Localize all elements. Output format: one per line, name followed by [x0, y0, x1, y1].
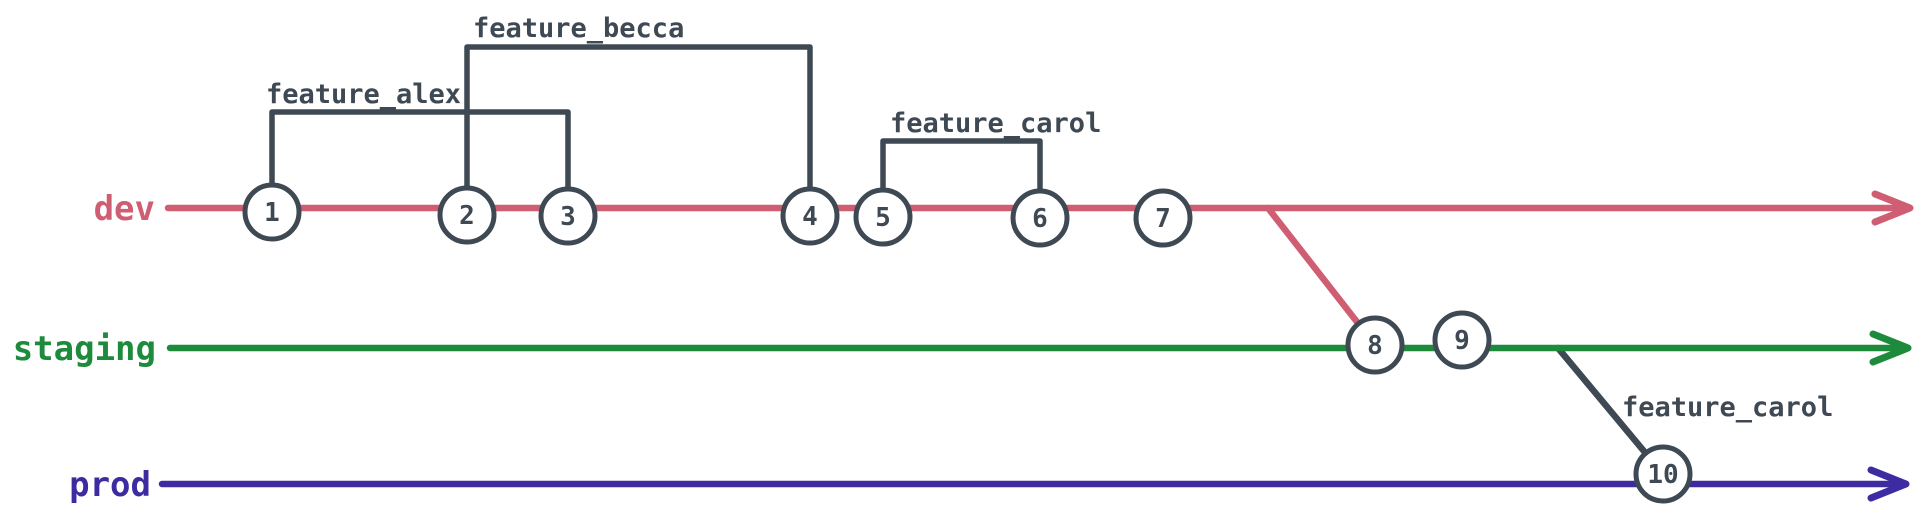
labels-layer: feature_caroldevstagingprodfeature_alexf… — [13, 13, 1834, 505]
arrowhead-icon-dev — [1871, 190, 1914, 226]
commit-number-6: 6 — [1032, 204, 1048, 234]
commit-node-6 — [1010, 188, 1070, 248]
commit-number-2: 2 — [459, 201, 475, 231]
feature-brackets-layer — [269, 44, 1043, 196]
commit-2: 2 — [437, 185, 497, 245]
commit-7: 7 — [1133, 188, 1193, 248]
feature-bracket-feature-becca — [464, 44, 813, 194]
commit-number-7: 7 — [1155, 204, 1171, 234]
commit-number-1: 1 — [264, 198, 280, 228]
feature-bracket-label-feature-carol: feature_carol — [890, 108, 1101, 139]
commit-number-5: 5 — [875, 203, 891, 233]
branch-label-dev: dev — [94, 189, 155, 229]
commit-node-7 — [1133, 188, 1193, 248]
feature-bracket-label-feature-alex: feature_alex — [266, 79, 461, 110]
commit-node-2 — [437, 185, 497, 245]
commit-10: 10 — [1633, 444, 1693, 504]
commit-node-1 — [242, 182, 302, 242]
commit-node-4 — [780, 186, 840, 246]
arrowhead-icon-prod — [1867, 466, 1910, 502]
commit-nodes-layer: 1 2 3 4 5 6 7 8 9 10 — [242, 182, 1693, 504]
branch-staging-to-prod-label: feature_carol — [1622, 392, 1833, 423]
arrowhead-icon-staging — [1869, 330, 1912, 366]
commit-node-9 — [1432, 310, 1492, 370]
commit-node-3 — [538, 186, 598, 246]
commit-8: 8 — [1345, 315, 1405, 375]
commit-9: 9 — [1432, 310, 1492, 370]
feature-bracket-feature-alex — [269, 109, 571, 194]
commit-number-9: 9 — [1454, 326, 1470, 356]
branch-label-prod: prod — [69, 465, 151, 505]
commit-number-4: 4 — [802, 202, 818, 232]
feature-bracket-feature-carol — [880, 138, 1043, 196]
commit-number-8: 8 — [1367, 331, 1383, 361]
commit-1: 1 — [242, 182, 302, 242]
commit-3: 3 — [538, 186, 598, 246]
commit-node-10 — [1633, 444, 1693, 504]
feature-bracket-label-feature-becca: feature_becca — [473, 13, 684, 44]
commit-number-10: 10 — [1647, 460, 1678, 490]
commit-5: 5 — [853, 187, 913, 247]
commit-node-5 — [853, 187, 913, 247]
commit-4: 4 — [780, 186, 840, 246]
branch-label-staging: staging — [13, 329, 156, 369]
commit-6: 6 — [1010, 188, 1070, 248]
commit-node-8 — [1345, 315, 1405, 375]
commit-number-3: 3 — [560, 202, 576, 232]
